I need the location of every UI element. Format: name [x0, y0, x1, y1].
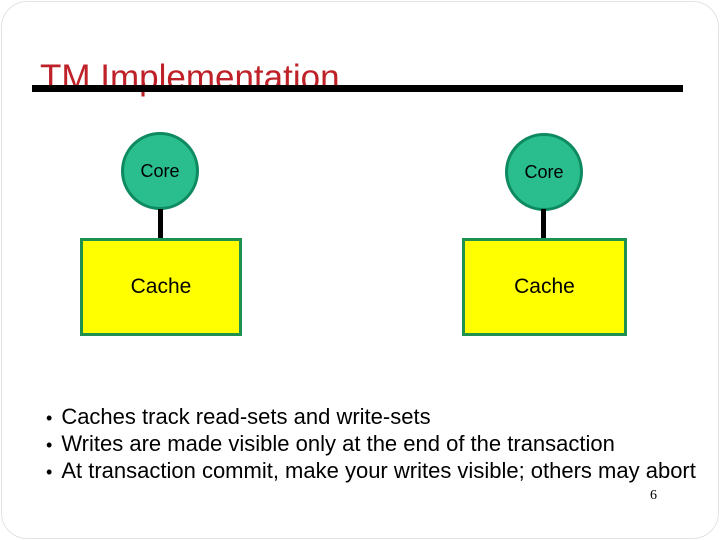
slide-page-number: 6: [650, 488, 657, 503]
core-node-right-label: Core: [524, 161, 564, 182]
bullet-item-text: Writes are made visible only at the end …: [61, 431, 615, 456]
core-cache-connector-right: [541, 209, 546, 240]
bullet-item: • Writes are made visible only at the en…: [46, 431, 686, 458]
cache-node-right: Cache: [462, 238, 627, 336]
title-underline-rule: [32, 85, 683, 92]
bullet-dot-icon: •: [46, 435, 53, 455]
cache-node-left: Cache: [80, 238, 242, 336]
bullet-dot-icon: •: [46, 408, 53, 428]
bullet-item: • Caches track read-sets and write-sets: [46, 404, 686, 431]
bullet-item: • At transaction commit, make your write…: [46, 458, 696, 485]
core-cache-connector-left: [158, 209, 163, 240]
bullet-item-text: At transaction commit, make your writes …: [61, 458, 696, 483]
bullet-item-text: Caches track read-sets and write-sets: [61, 404, 431, 429]
cache-node-right-label: Cache: [514, 275, 575, 298]
bullet-dot-icon: •: [46, 462, 53, 482]
cache-node-left-label: Cache: [130, 275, 192, 298]
core-node-left: Core: [121, 132, 199, 210]
bullet-list: • Caches track read-sets and write-sets …: [46, 404, 696, 485]
core-node-left-label: Core: [140, 160, 180, 181]
core-node-right: Core: [505, 133, 583, 211]
